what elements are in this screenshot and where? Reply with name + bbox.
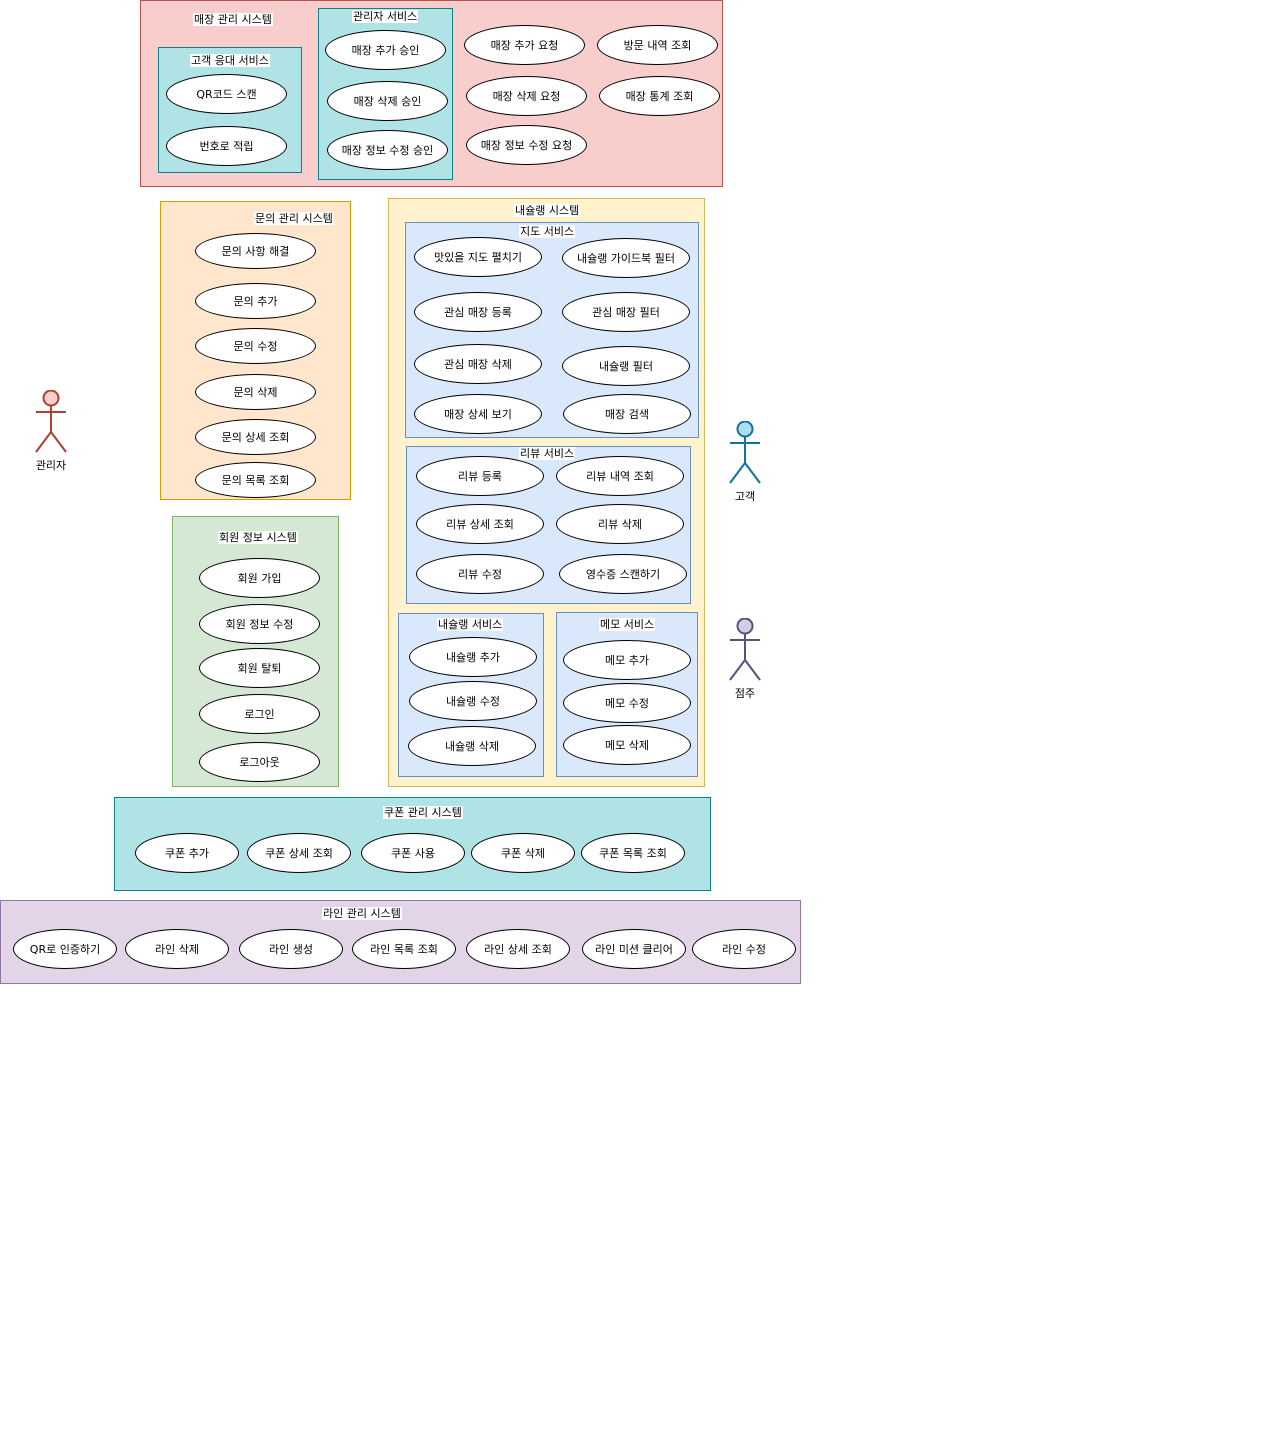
use-case-add-review[interactable]: 리뷰 등록	[416, 456, 544, 496]
use-case-coupon-list[interactable]: 쿠폰 목록 조회	[581, 833, 685, 873]
system-title: 라인 관리 시스템	[322, 907, 402, 920]
service-title: 관리자 서비스	[352, 10, 419, 23]
use-case-delete-line[interactable]: 라인 삭제	[125, 929, 229, 969]
admin-service-box: 관리자 서비스 매장 추가 승인 매장 삭제 승인 매장 정보 수정 승인	[318, 8, 453, 180]
use-case-edit-line[interactable]: 라인 수정	[692, 929, 796, 969]
use-case-edit-memo[interactable]: 메모 수정	[563, 683, 691, 723]
use-case-edit-naesuraeng[interactable]: 내슐랭 수정	[409, 681, 537, 721]
service-title: 지도 서비스	[519, 225, 576, 238]
use-case-delete-review[interactable]: 리뷰 삭제	[556, 504, 684, 544]
use-case-add-naesuraeng[interactable]: 내슐랭 추가	[409, 637, 537, 677]
service-title: 고객 응대 서비스	[190, 54, 270, 67]
use-case-phone-points[interactable]: 번호로 적립	[166, 126, 287, 166]
actor-owner[interactable]: 점주	[725, 618, 765, 701]
system-title: 매장 관리 시스템	[193, 13, 273, 26]
coupon-management-system: 쿠폰 관리 시스템 쿠폰 추가 쿠폰 상세 조회 쿠폰 사용 쿠폰 삭제 쿠폰 …	[114, 797, 711, 891]
service-title: 리뷰 서비스	[519, 447, 576, 460]
use-case-add-coupon[interactable]: 쿠폰 추가	[135, 833, 239, 873]
review-service-box: 리뷰 서비스 리뷰 등록 리뷰 내역 조회 리뷰 상세 조회 리뷰 삭제 리뷰 …	[406, 446, 691, 604]
use-case-guidebook-filter[interactable]: 내슐랭 가이드북 필터	[562, 238, 690, 278]
stick-figure-icon	[35, 390, 67, 453]
use-case-coupon-detail[interactable]: 쿠폰 상세 조회	[247, 833, 351, 873]
use-case-login[interactable]: 로그인	[199, 694, 320, 734]
system-title: 내슐랭 시스템	[514, 204, 581, 217]
use-case-review-detail[interactable]: 리뷰 상세 조회	[416, 504, 544, 544]
use-case-store-stats[interactable]: 매장 통계 조회	[599, 76, 720, 116]
use-case-withdraw[interactable]: 회원 탈퇴	[199, 648, 320, 688]
use-case-approve-store-add[interactable]: 매장 추가 승인	[325, 30, 446, 70]
use-case-register-favorite[interactable]: 관심 매장 등록	[414, 292, 542, 332]
service-title: 메모 서비스	[599, 618, 656, 631]
use-case-create-line[interactable]: 라인 생성	[239, 929, 343, 969]
store-management-system: 매장 관리 시스템 고객 응대 서비스 QR코드 스캔 번호로 적립 관리자 서…	[140, 0, 723, 187]
system-title: 회원 정보 시스템	[218, 531, 298, 544]
line-management-system: 라인 관리 시스템 QR로 인증하기 라인 삭제 라인 생성 라인 목록 조회 …	[0, 900, 801, 984]
actor-label: 고객	[734, 490, 756, 503]
use-case-line-detail[interactable]: 라인 상세 조회	[466, 929, 570, 969]
use-case-inquiry-detail[interactable]: 문의 상세 조회	[195, 419, 316, 455]
use-case-clear-line-mission[interactable]: 라인 미션 클리어	[582, 929, 686, 969]
use-case-request-store-delete[interactable]: 매장 삭제 요청	[466, 76, 587, 116]
use-case-store-detail[interactable]: 매장 상세 보기	[414, 394, 542, 434]
system-title: 쿠폰 관리 시스템	[383, 806, 463, 819]
use-case-open-tasty-map[interactable]: 맛있을 지도 펼치기	[414, 237, 542, 277]
service-title: 내슐랭 서비스	[437, 618, 504, 631]
use-case-delete-naesuraeng[interactable]: 내슐랭 삭제	[408, 726, 536, 766]
use-case-qr-scan[interactable]: QR코드 스캔	[166, 74, 287, 114]
use-case-visit-history[interactable]: 방문 내역 조회	[597, 25, 718, 65]
use-case-logout[interactable]: 로그아웃	[199, 742, 320, 782]
use-case-scan-receipt[interactable]: 영수증 스캔하기	[559, 554, 687, 594]
use-case-edit-member-info[interactable]: 회원 정보 수정	[199, 604, 320, 644]
memo-service-box: 메모 서비스 메모 추가 메모 수정 메모 삭제	[556, 612, 698, 777]
use-case-delete-favorite[interactable]: 관심 매장 삭제	[414, 344, 542, 384]
use-case-delete-memo[interactable]: 메모 삭제	[563, 725, 691, 765]
actor-customer[interactable]: 고객	[725, 421, 765, 504]
use-case-approve-store-delete[interactable]: 매장 삭제 승인	[327, 81, 448, 121]
actor-admin[interactable]: 관리자	[31, 390, 71, 473]
use-case-delete-inquiry[interactable]: 문의 삭제	[195, 374, 316, 410]
use-case-verify-qr[interactable]: QR로 인증하기	[13, 929, 117, 969]
map-service-box: 지도 서비스 맛있을 지도 펼치기 내슐랭 가이드북 필터 관심 매장 등록 관…	[405, 222, 699, 438]
member-info-system: 회원 정보 시스템 회원 가입 회원 정보 수정 회원 탈퇴 로그인 로그아웃	[172, 516, 339, 787]
use-case-edit-inquiry[interactable]: 문의 수정	[195, 328, 316, 364]
naesuraeng-service-box: 내슐랭 서비스 내슐랭 추가 내슐랭 수정 내슐랭 삭제	[398, 613, 544, 777]
use-case-add-inquiry[interactable]: 문의 추가	[195, 283, 316, 319]
use-case-sign-up[interactable]: 회원 가입	[199, 558, 320, 598]
inquiry-management-system: 문의 관리 시스템 문의 사항 해결 문의 추가 문의 수정 문의 삭제 문의 …	[160, 201, 351, 500]
use-case-edit-review[interactable]: 리뷰 수정	[416, 554, 544, 594]
use-case-request-store-edit[interactable]: 매장 정보 수정 요청	[466, 125, 587, 165]
use-case-store-search[interactable]: 매장 검색	[563, 394, 691, 434]
use-case-resolve-inquiry[interactable]: 문의 사항 해결	[195, 233, 316, 269]
use-case-favorite-filter[interactable]: 관심 매장 필터	[562, 292, 690, 332]
use-case-add-memo[interactable]: 메모 추가	[563, 640, 691, 680]
use-case-inquiry-list[interactable]: 문의 목록 조회	[195, 462, 316, 498]
use-case-line-list[interactable]: 라인 목록 조회	[352, 929, 456, 969]
use-case-review-history[interactable]: 리뷰 내역 조회	[556, 456, 684, 496]
use-case-use-coupon[interactable]: 쿠폰 사용	[361, 833, 465, 873]
use-case-approve-store-edit[interactable]: 매장 정보 수정 승인	[327, 130, 448, 170]
actor-label: 관리자	[35, 459, 67, 472]
stick-figure-icon	[729, 618, 761, 681]
use-case-delete-coupon[interactable]: 쿠폰 삭제	[471, 833, 575, 873]
actor-label: 점주	[734, 687, 756, 700]
naesuraeng-system: 내슐랭 시스템 지도 서비스 맛있을 지도 펼치기 내슐랭 가이드북 필터 관심…	[388, 198, 705, 787]
system-title: 문의 관리 시스템	[254, 212, 334, 225]
use-case-naesuraeng-filter[interactable]: 내슐랭 필터	[562, 346, 690, 386]
customer-service-box: 고객 응대 서비스 QR코드 스캔 번호로 적립	[158, 47, 302, 173]
use-case-request-store-add[interactable]: 매장 추가 요청	[464, 25, 585, 65]
stick-figure-icon	[729, 421, 761, 484]
